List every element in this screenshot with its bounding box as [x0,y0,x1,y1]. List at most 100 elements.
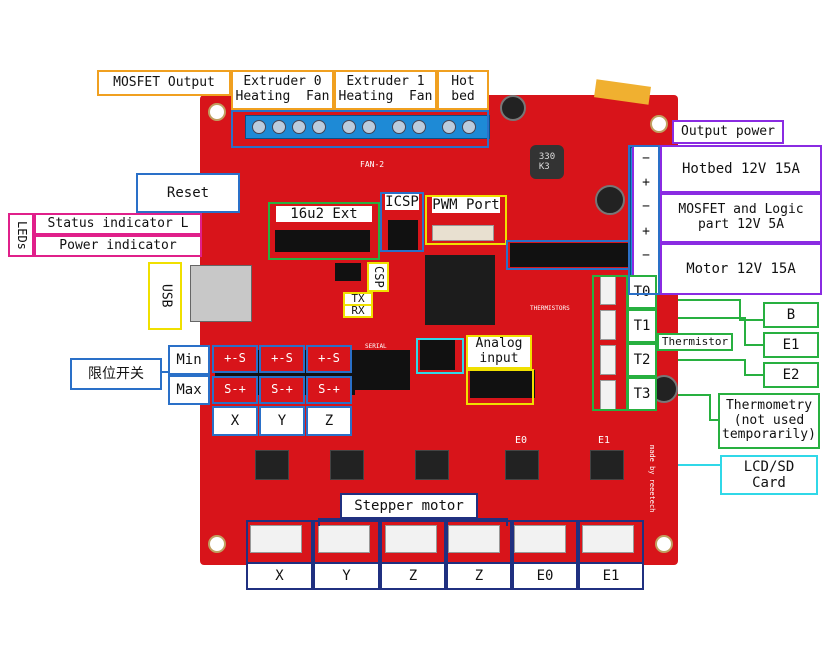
extruder0-label: Extruder 0 Heating Fan [231,70,334,110]
stepper-driver [505,450,539,480]
mcu-chip [425,255,495,325]
aux-header [510,243,630,267]
t2-text: T2 [633,351,651,368]
mosfet-logic-text: MOSFET and Logic part 12V 5A [678,202,804,232]
reset-text: Reset [166,184,210,201]
max-text: Max [176,381,202,398]
motor-power-label: Motor 12V 15A [660,243,822,295]
usb-port [190,265,252,322]
thermistor-text: Thermistor [661,334,729,348]
status-indicator-text: Status indicator L [47,215,189,231]
analog-input-text: Analog input [475,336,523,366]
e2-label: E2 [763,362,819,388]
min-label: Min [168,345,210,375]
pm-minus: − [642,199,650,215]
motor-connector-outline [313,520,380,562]
output-power-text: Output power [681,123,775,139]
endstop-axis-x: X [212,406,258,436]
stepper-driver [415,450,449,480]
extruder0-title: Extruder 0 [243,74,322,90]
reset-label: Reset [136,173,240,213]
endstop-y-min: +-S [259,345,305,373]
thermistor-connector [600,310,616,340]
stepper-motor-text: Stepper motor [354,497,464,514]
e1-text: E1 [782,336,800,353]
min-text: Min [176,351,202,368]
status-indicator-label: Status indicator L [34,213,202,235]
silk-fan2: FAN-2 [360,160,385,169]
t2-label: T2 [627,343,657,377]
stepper-motor-label: Stepper motor [340,493,478,519]
csp-label: CSP [367,262,389,292]
motor-e1-label: E1 [578,562,644,590]
extruder1-title: Extruder 1 [346,74,425,90]
silk-thermistors: THERMISTORS [530,305,570,312]
mosfet-output-label: MOSFET Output [97,70,231,96]
line-b [660,299,763,321]
motor-e0-label: E0 [512,562,578,590]
pm-minus: − [642,248,650,263]
endstop-z-max: S-+ [306,376,352,404]
motor-connector-outline [512,520,578,562]
t0-text: T0 [633,283,651,300]
icsp-text: ICSP [385,194,419,211]
thermistor-connectors-outline [592,275,628,411]
pin-text: S-+ [271,382,293,397]
motor-connector-outline [578,520,644,562]
axis-y-text: Y [277,412,287,429]
endstop-x-max: S-+ [212,376,258,404]
motor-e1-text: E1 [602,567,620,584]
pin-text: S-+ [224,382,246,397]
capacitor [595,185,625,215]
motor-connector [582,525,634,553]
motor-y-text: Y [342,567,351,584]
stepper-driver [255,450,289,480]
pwm-port-label: PWM Port [425,195,507,245]
motor-connector [514,525,566,553]
rx-text: RX [351,303,365,317]
mount-hole [208,103,226,121]
serial-header [350,350,410,390]
pm-minus: − [642,150,650,166]
t0-label: T0 [627,275,657,309]
tx-label: TX [343,292,373,306]
mosfet-output-text: MOSFET Output [113,74,215,90]
output-power-label: Output power [672,120,784,144]
heater-terminal-block [245,115,490,139]
e2-text: E2 [782,366,800,383]
endstop-text: 限位开关 [88,365,144,382]
endstop-z-min: +-S [306,345,352,373]
icsp-header [388,220,418,250]
pwm-port-text: PWM Port [432,197,500,214]
motor-connector-outline [246,520,313,562]
extruder1-label: Extruder 1 Heating Fan [334,70,437,110]
motor-connector [448,525,500,553]
power-indicator-label: Power indicator [34,235,202,257]
usb-label: USB [148,262,182,330]
usb-text: USB [158,284,174,308]
pwm-header [432,225,494,241]
rx-label: RX [343,304,373,318]
extruder1-sub: Heating Fan [338,89,433,104]
b-label: B [763,302,819,328]
mount-hole [655,535,673,553]
max-label: Max [168,375,210,405]
pin-text: +-S [224,351,246,366]
endstop-axis-z: Z [306,406,352,436]
t3-label: T3 [627,377,657,411]
motor-z2-label: Z [446,562,512,590]
lcd-header-outline [416,338,464,374]
silk-serial: SERIAL [365,343,387,350]
line-e2 [655,359,763,376]
mount-hole [208,535,226,553]
motor-connector [385,525,437,553]
endstop-y-max: S-+ [259,376,305,404]
line-t3 [655,394,718,421]
t1-label: T1 [627,309,657,343]
silk-made-by: made by reeetech [648,445,656,513]
power-indicator-text: Power indicator [59,237,177,253]
hotbed-power-text: Hotbed 12V 15A [681,160,800,177]
lcd-sd-label: LCD/SD Card [720,455,818,495]
motor-connector-outline [380,520,446,562]
pin-text: +-S [318,351,340,366]
